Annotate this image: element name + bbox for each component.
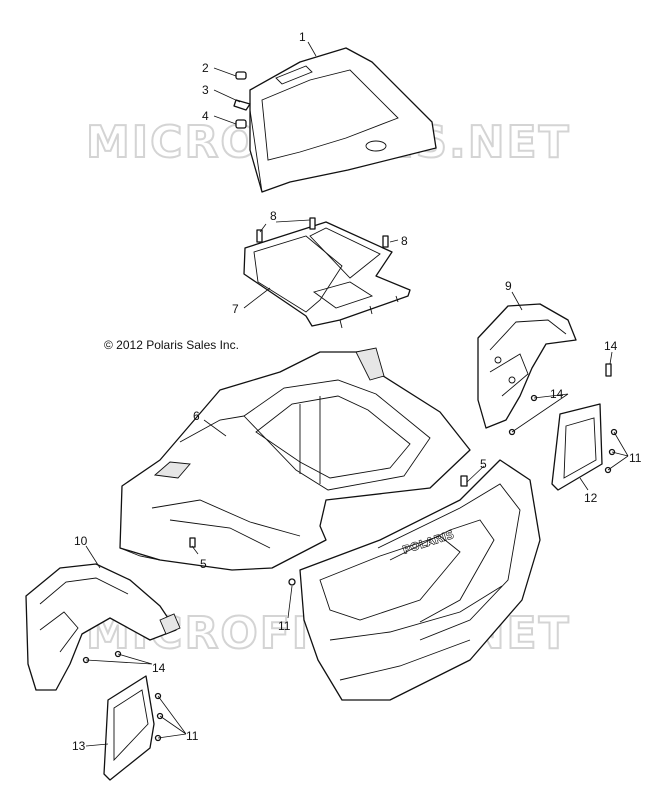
leader-lines — [85, 41, 629, 747]
part-1-hood-cover — [249, 47, 437, 193]
part-5-clip-left — [189, 537, 196, 548]
part-13-left-flap — [103, 675, 155, 781]
callout-10: 10 — [74, 534, 88, 548]
callout-6: 6 — [193, 409, 200, 423]
callout-8-top: 8 — [270, 209, 277, 223]
callout-11-right: 11 — [629, 451, 642, 465]
callout-5-right: 5 — [480, 457, 487, 471]
callout-9: 9 — [505, 279, 512, 293]
callout-7: 7 — [232, 302, 239, 316]
callout-11-left: 11 — [186, 729, 199, 743]
part-5-clip-right — [460, 475, 468, 487]
callout-14-left: 14 — [152, 661, 166, 675]
callout-2: 2 — [202, 61, 209, 75]
callout-14-top: 14 — [604, 339, 618, 353]
part-10-left-fender — [25, 563, 181, 691]
fasteners-small — [82, 363, 618, 742]
part-9-right-fender — [477, 303, 577, 429]
front-grille-bumper: POLARIS — [299, 459, 541, 701]
callout-4: 4 — [202, 109, 209, 123]
callout-1: 1 — [299, 30, 306, 44]
callout-8-right: 8 — [401, 234, 408, 248]
callout-13: 13 — [72, 739, 86, 753]
copyright-notice: © 2012 Polaris Sales Inc. — [104, 338, 239, 352]
part-12-right-flap — [551, 403, 603, 491]
part-8-pins — [256, 217, 389, 248]
callout-11-center: 11 — [278, 619, 291, 633]
part-6-body-panel — [119, 347, 471, 571]
callout-5-left: 5 — [200, 557, 207, 571]
callouts: 1 2 3 4 5 5 6 7 8 8 9 10 11 11 11 12 13 … — [72, 30, 642, 753]
callout-14-right: 14 — [550, 387, 564, 401]
part-2-4-fasteners — [233, 71, 251, 129]
part-7-storage-tray — [243, 221, 411, 329]
callout-3: 3 — [202, 83, 209, 97]
callout-12: 12 — [584, 491, 598, 505]
